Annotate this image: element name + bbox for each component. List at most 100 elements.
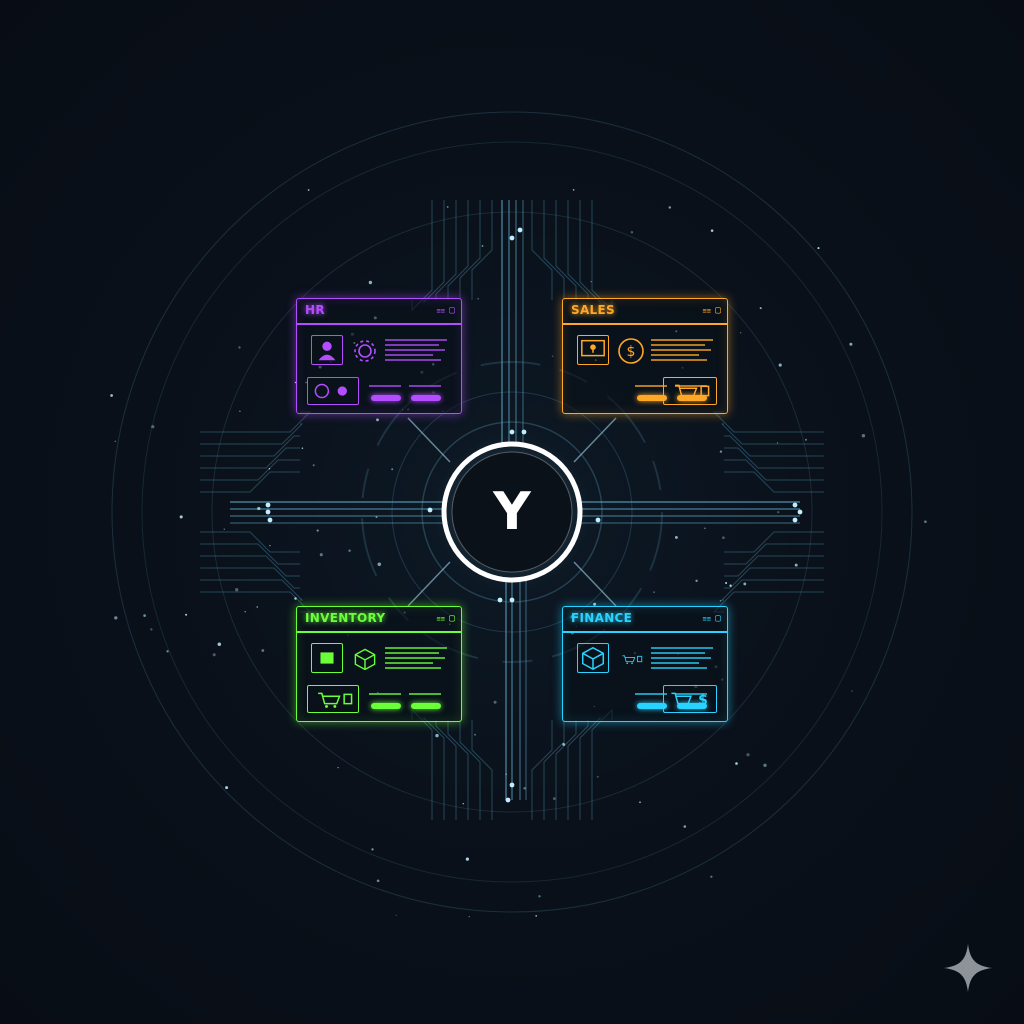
circuit-node bbox=[368, 280, 373, 285]
box-icon bbox=[311, 643, 343, 673]
circuit-node bbox=[725, 581, 728, 585]
concentric-rings bbox=[111, 111, 913, 913]
circuit-node bbox=[114, 616, 118, 620]
circuit-trace bbox=[200, 411, 312, 433]
circuit-trace bbox=[459, 720, 481, 820]
circuit-trace bbox=[200, 459, 300, 481]
window-controls: ≡≡▢ bbox=[699, 305, 721, 316]
circuit-node bbox=[776, 442, 779, 444]
menu-icon[interactable]: ≡≡ bbox=[702, 615, 711, 623]
circuit-trace bbox=[724, 543, 824, 565]
expand-icon[interactable]: ▢ bbox=[714, 613, 721, 624]
menu-icon[interactable]: ≡≡ bbox=[436, 615, 445, 623]
circuit-node bbox=[376, 879, 380, 883]
circuit-node bbox=[294, 381, 297, 384]
circuit-node bbox=[683, 825, 687, 828]
circuit-trace bbox=[724, 447, 824, 469]
expand-icon[interactable]: ▢ bbox=[448, 613, 455, 624]
action-button-primary[interactable] bbox=[637, 703, 667, 709]
circuit-node bbox=[395, 914, 397, 916]
action-button-secondary[interactable] bbox=[411, 703, 441, 709]
action-button-primary[interactable] bbox=[371, 395, 401, 401]
panel-title: INVENTORY bbox=[305, 611, 386, 625]
circuit-node bbox=[535, 915, 538, 917]
placeholder-text-lines bbox=[385, 339, 447, 364]
circuit-node bbox=[151, 425, 155, 429]
circuit-node bbox=[185, 613, 188, 616]
label-line bbox=[675, 693, 707, 695]
ring-3 bbox=[211, 211, 813, 813]
circuit-trace bbox=[591, 200, 613, 312]
circuit-trace bbox=[200, 591, 312, 613]
circuit-trace bbox=[423, 200, 445, 304]
circuit-trace bbox=[200, 543, 300, 565]
circuit-traces bbox=[200, 200, 824, 820]
label-line bbox=[369, 693, 401, 695]
cart-icon bbox=[663, 377, 717, 405]
circuit-node bbox=[722, 536, 725, 540]
action-button-primary[interactable] bbox=[371, 703, 401, 709]
panel-header: FINANCE ≡≡▢ bbox=[563, 607, 727, 633]
window-controls: ≡≡▢ bbox=[433, 613, 455, 624]
circuit-trace bbox=[579, 200, 601, 304]
module-panel-inventory[interactable]: INVENTORY ≡≡▢ bbox=[296, 606, 462, 722]
label-line bbox=[409, 693, 441, 695]
module-panel-finance[interactable]: FINANCE ≡≡▢ $ bbox=[562, 606, 728, 722]
circuit-node bbox=[572, 189, 575, 191]
circuit-node bbox=[505, 797, 511, 803]
center-hub[interactable]: Y bbox=[432, 432, 592, 592]
circuit-trace bbox=[435, 200, 457, 300]
placeholder-text-lines bbox=[651, 647, 713, 672]
panel-header: SALES≡≡▢ bbox=[563, 299, 727, 325]
expand-icon[interactable]: ▢ bbox=[714, 305, 721, 316]
circuit-node bbox=[316, 529, 319, 532]
circuit-trace bbox=[459, 200, 481, 300]
panel-title: FINANCE bbox=[571, 611, 633, 625]
circuit-trace bbox=[447, 720, 469, 820]
circuit-node bbox=[746, 753, 750, 757]
hub-outer-ring bbox=[441, 441, 583, 583]
module-panel-hr[interactable]: HR≡≡▢ bbox=[296, 298, 462, 414]
circuit-trace bbox=[724, 531, 824, 553]
circuit-node bbox=[517, 227, 523, 233]
circuit-trace bbox=[200, 555, 300, 577]
circuit-node bbox=[710, 229, 714, 232]
circuit-node bbox=[265, 502, 271, 508]
label-line bbox=[675, 385, 707, 387]
dollar-coin-icon: $ bbox=[617, 337, 645, 365]
menu-icon[interactable]: ≡≡ bbox=[436, 307, 445, 315]
window-controls: ≡≡▢ bbox=[433, 305, 455, 316]
user-icon bbox=[311, 335, 343, 365]
module-panel-sales[interactable]: SALES≡≡▢ $ bbox=[562, 298, 728, 414]
action-button-secondary[interactable] bbox=[411, 395, 441, 401]
circuit-trace bbox=[200, 471, 300, 493]
circuit-node bbox=[256, 606, 258, 608]
circuit-node bbox=[668, 206, 672, 209]
circuit-node bbox=[223, 528, 226, 531]
circuit-trace bbox=[712, 591, 824, 613]
menu-icon[interactable]: ≡≡ bbox=[702, 307, 711, 315]
circuit-node bbox=[735, 762, 738, 765]
label-line bbox=[635, 693, 667, 695]
circuit-node bbox=[759, 307, 762, 310]
circuit-node bbox=[307, 189, 310, 191]
window-controls: ≡≡▢ bbox=[699, 613, 721, 624]
circuit-node bbox=[792, 517, 798, 523]
circuit-node bbox=[763, 763, 767, 767]
circuit-node bbox=[239, 410, 241, 413]
circuit-node bbox=[294, 597, 297, 600]
panel-header: INVENTORY ≡≡▢ bbox=[297, 607, 461, 633]
action-button-primary[interactable] bbox=[637, 395, 667, 401]
action-button-secondary[interactable] bbox=[677, 703, 707, 709]
circuit-trace bbox=[724, 459, 824, 481]
dollar-icon: $ bbox=[663, 685, 717, 713]
circuit-trace bbox=[447, 200, 469, 300]
circuit-node bbox=[493, 700, 497, 704]
circuit-node bbox=[719, 450, 723, 453]
expand-icon[interactable]: ▢ bbox=[448, 305, 455, 316]
circuit-node bbox=[777, 511, 780, 514]
placeholder-text-lines bbox=[385, 647, 447, 672]
circuit-trace bbox=[720, 579, 824, 601]
circuit-trace bbox=[567, 200, 589, 300]
circuit-node bbox=[377, 562, 382, 567]
